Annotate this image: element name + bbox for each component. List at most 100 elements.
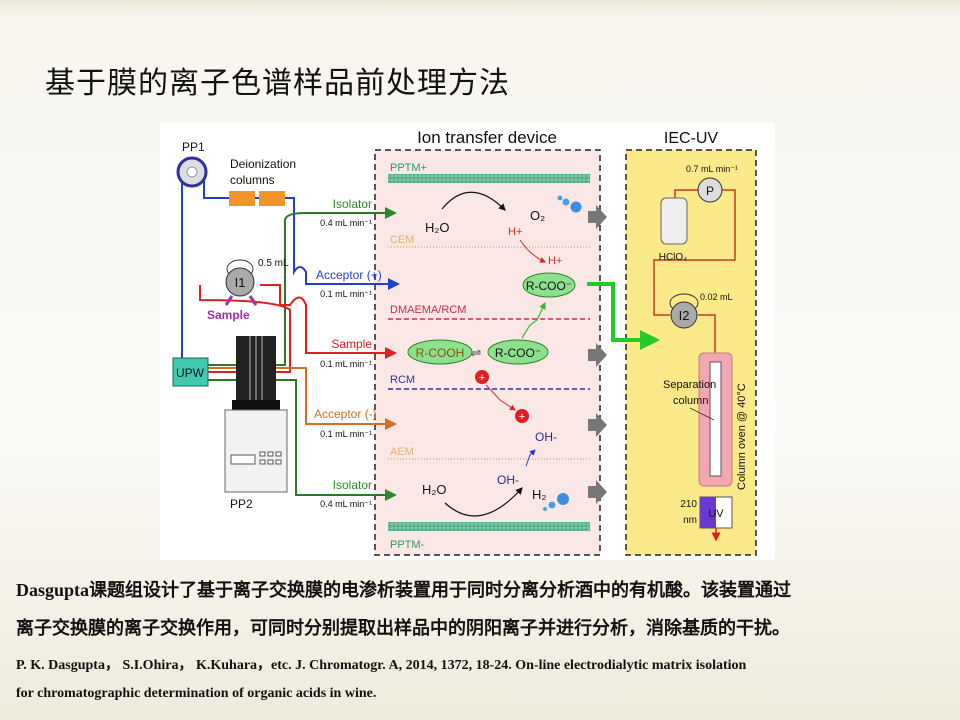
stream-label-isolator-bottom: Isolator <box>333 478 372 492</box>
aem-label: AEM <box>390 446 414 458</box>
bubble-icon <box>557 493 569 505</box>
cation-icon <box>515 409 529 423</box>
i1-injector-icon <box>225 267 255 297</box>
cem-label: CEM <box>390 234 414 246</box>
iec-uv-title: IEC-UV <box>664 130 719 147</box>
pp2-buttons <box>259 451 282 465</box>
i2-volume: 0.02 mL <box>700 292 733 302</box>
outflow-arrows <box>588 205 607 504</box>
cation-transfer-arrow <box>485 384 516 411</box>
hclo4-bottle <box>660 197 688 245</box>
wavelength-value: 210 <box>680 499 697 510</box>
sample-line <box>199 284 395 373</box>
stream-rate-sample: 0.1 mL min⁻¹ <box>320 359 372 369</box>
eluent-pump-rate: 0.7 mL min⁻¹ <box>686 164 738 174</box>
plus-icon: + <box>519 411 525 423</box>
uv-label: UV <box>708 508 724 520</box>
deionization-column-2 <box>259 191 285 206</box>
plus-icon: + <box>479 372 485 384</box>
outflow-arrow-icon <box>588 480 607 504</box>
pp2-base <box>232 400 280 410</box>
bubble-icon <box>543 507 547 511</box>
pptm-minus-label: PPTM- <box>390 539 425 551</box>
i1-label: I1 <box>235 275 246 290</box>
reference-line-1: P. K. Dasgupta， S.I.Ohira， K.Kuhara，etc.… <box>16 658 747 673</box>
rcoo-sample-ellipse <box>487 339 549 365</box>
outflow-arrow-icon <box>588 205 607 229</box>
stream-rate-isolator-top: 0.4 mL min⁻¹ <box>320 218 372 228</box>
equilibrium-symbol: ⇌ <box>471 345 482 360</box>
oh-lower: OH- <box>497 473 519 487</box>
separation-label-1: Separation <box>663 379 716 391</box>
pptm-plus-membrane <box>388 174 590 183</box>
hydroxide-transfer-arrow <box>525 449 536 467</box>
pp1-label: PP1 <box>182 140 205 154</box>
bubble-icon <box>557 195 563 201</box>
cation-icon <box>475 370 489 384</box>
stream-rate-isolator-bottom: 0.4 mL min⁻¹ <box>320 499 372 509</box>
o2-label: O₂ <box>530 208 545 223</box>
stream-rate-acceptor-plus: 0.1 mL min⁻¹ <box>320 289 372 299</box>
eluent-label: HClO₄ <box>659 252 688 263</box>
ion-device-title: Ion transfer device <box>417 128 557 147</box>
caption-line-2: 离子交换膜的离子交换作用，可同时分别提取出样品中的阴阳离子并进行分析，消除基质的… <box>16 618 790 638</box>
rcoo-acceptor-ellipse <box>522 272 576 298</box>
isolator-top-line <box>208 207 397 366</box>
pp2-display <box>230 454 256 465</box>
i2-injector-icon <box>670 301 698 329</box>
i1-volume: 0.5 mL <box>258 258 289 269</box>
column-oven-label: Column oven @ 40°C <box>736 383 748 490</box>
i2-label: I2 <box>679 308 690 323</box>
proton-transfer-arrow <box>519 239 546 263</box>
reduction-arrow <box>444 487 523 517</box>
uv-detector-fill <box>700 497 716 528</box>
eluent-pump-label: P <box>706 184 714 198</box>
bubble-icon <box>562 198 570 206</box>
upw-label: UPW <box>176 366 205 380</box>
upw-reservoir <box>172 357 209 387</box>
pp2-channels <box>249 336 263 400</box>
dmaema-label: DMAEMA/RCM <box>390 304 466 316</box>
hplus-1: H+ <box>508 226 522 238</box>
rcoo-sample: R-COO⁻ <box>495 346 541 360</box>
separation-column <box>709 361 722 477</box>
bubble-icon <box>570 201 582 213</box>
stream-label-acceptor-plus: Acceptor (+) <box>316 268 382 282</box>
pptm-minus-membrane <box>388 522 590 531</box>
caption-line-1: Dasgupta课题组设计了基于离子交换膜的电渗析装置用于同时分离分析酒中的有机… <box>16 580 792 600</box>
deionization-column-1 <box>229 191 255 206</box>
rcooh-ellipse <box>407 339 473 365</box>
sample-source-label: Sample <box>207 308 250 322</box>
oh-upper: OH- <box>535 430 557 444</box>
stream-label-sample: Sample <box>331 337 372 351</box>
anion-transfer-arrow <box>521 301 546 339</box>
iec-uv-box <box>625 149 757 556</box>
h2o-top: H₂O <box>425 220 450 235</box>
stream-label-acceptor-minus: Acceptor (-) <box>314 407 377 421</box>
hplus-2: H+ <box>548 255 562 267</box>
rcooh: R-COOH <box>416 346 465 360</box>
stream-rate-acceptor-minus: 0.1 mL min⁻¹ <box>320 429 372 439</box>
deionization-label-2: columns <box>230 173 275 187</box>
outflow-arrow-icon <box>588 413 607 437</box>
deionization-label-1: Deionization <box>230 157 296 171</box>
rcoo-acceptor: R-COO⁻ <box>526 279 572 293</box>
pp2-body <box>224 409 288 493</box>
h2o-bottom: H₂O <box>422 482 447 497</box>
bubble-icon <box>548 501 556 509</box>
reference-line-2: for chromatographic determination of org… <box>16 686 377 701</box>
eluent-pump-icon <box>697 177 723 203</box>
oxidation-arrow <box>441 191 506 211</box>
pp2-label: PP2 <box>230 497 253 511</box>
h2-label: H₂ <box>532 487 546 502</box>
sample-inout-arrows <box>224 295 258 306</box>
pp1-rotor <box>186 166 198 178</box>
rcm-label: RCM <box>390 374 415 386</box>
separation-label-2: column <box>673 395 708 407</box>
wavelength-unit: nm <box>683 515 697 526</box>
slide-title: 基于膜的离子色谱样品前处理方法 <box>45 66 510 101</box>
anion-transfer-line <box>587 282 660 350</box>
column-pointer <box>689 407 715 421</box>
stream-label-isolator-top: Isolator <box>333 197 372 211</box>
